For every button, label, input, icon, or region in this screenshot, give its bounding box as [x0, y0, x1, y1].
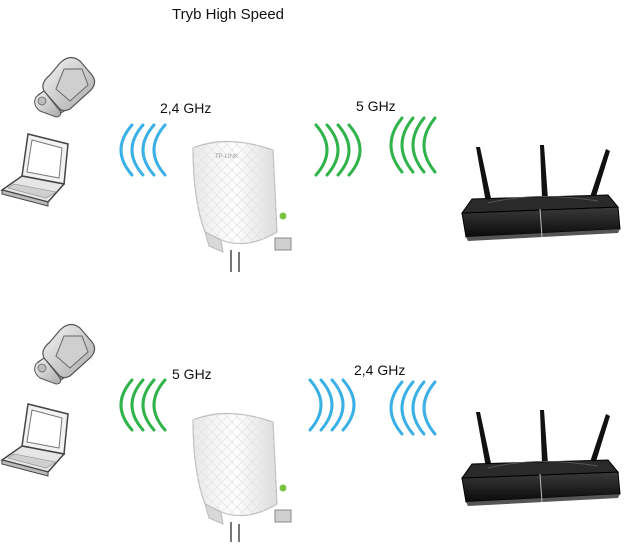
panel1-client-band-label: 2,4 GHz [160, 100, 212, 116]
panel1-router-waves-right [389, 116, 437, 174]
panel1-client-waves [119, 123, 167, 177]
router-icon [461, 410, 621, 506]
range-extender-icon: TP-LINK [192, 140, 292, 272]
router-icon [461, 145, 621, 241]
laptop-icon [0, 403, 69, 477]
range-extender-icon [192, 412, 292, 542]
panel1-router-waves-left [314, 123, 362, 177]
panel2-router-waves-right [389, 380, 437, 436]
panel2-router-waves-left [308, 378, 356, 432]
panel2-client-band-label: 5 GHz [172, 366, 212, 382]
phone-icon [34, 323, 96, 385]
extender-brand: TP-LINK [215, 154, 238, 160]
phone-icon [34, 56, 96, 118]
panel2-client-waves [119, 378, 167, 432]
laptop-icon [0, 133, 69, 207]
panel1-router-band-label: 5 GHz [356, 98, 396, 114]
page-title: Tryb High Speed [172, 6, 285, 23]
panel2-router-band-label: 2,4 GHz [354, 362, 406, 378]
